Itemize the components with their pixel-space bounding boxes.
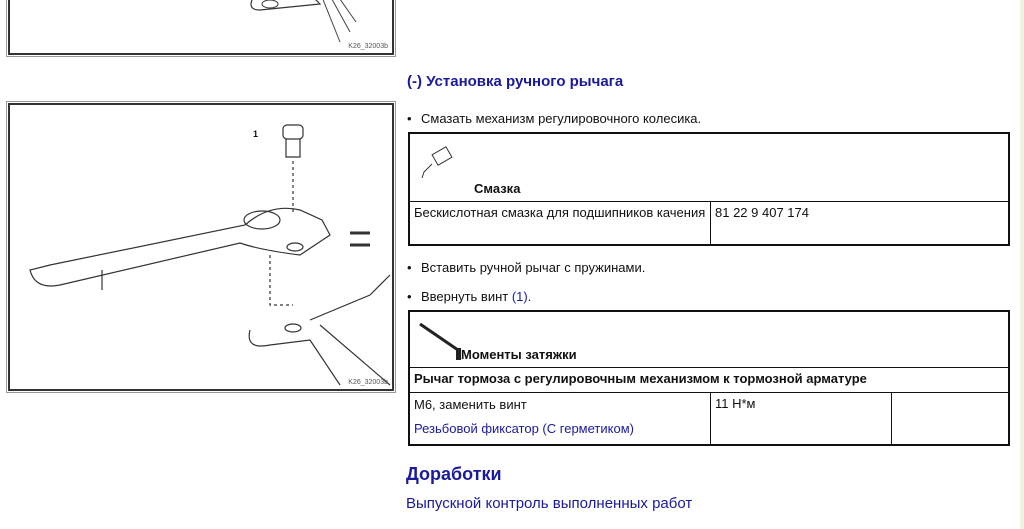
callout-link[interactable]: (1) (511, 289, 528, 304)
torque-wrench-icon (419, 322, 461, 360)
lever-drawing (250, 0, 357, 43)
lubricant-part-number: 81 22 9 407 174 (710, 200, 1010, 246)
step-screw: • Ввернуть винт (1). (407, 289, 531, 304)
callout-number: 1 (253, 129, 259, 139)
torque-extra (891, 391, 1010, 445)
step-suffix: . (527, 289, 532, 304)
lubricant-name: Бескислотная смазка для подшипников каче… (408, 200, 711, 246)
torque-table-title: Моменты затяжки (461, 347, 577, 362)
torque-table: Моменты затяжки Рычаг тормоза с регулиро… (408, 310, 1010, 446)
figure-lever-install: 1 K26_32003b (6, 101, 396, 393)
step-text: Ввернуть винт (421, 289, 512, 304)
figure-label: K26_32003b (348, 379, 388, 386)
bullet-icon: • (407, 111, 412, 126)
bullet-icon: • (407, 289, 412, 304)
thread-locker-link[interactable]: Резьбовой фиксатор (С герметиком) (414, 420, 634, 436)
lubricant-table-title: Смазка (474, 181, 521, 196)
grease-gun-icon (421, 146, 453, 179)
lever-install-drawing (29, 124, 391, 386)
figure-top: K26_32003b (6, 0, 396, 57)
bullet-icon: • (407, 260, 412, 275)
lubricant-table: Смазка Бескислотная смазка для подшипник… (408, 132, 1010, 246)
followup-title: Доработки (406, 464, 502, 484)
step-insert-lever: • Вставить ручной рычаг с пружинами. (407, 260, 645, 275)
torque-table-subtitle: Рычаг тормоза с регулировочным механизмо… (408, 366, 1010, 393)
step-text: Вставить ручной рычаг с пружинами. (421, 260, 646, 275)
step-lubricate: • Смазать механизм регулировочного колеси… (407, 111, 701, 126)
step-text: Смазать механизм регулировочного колесик… (421, 111, 702, 126)
window-edge (1020, 0, 1024, 529)
torque-item: M6, заменить винт (414, 396, 527, 412)
final-inspection-link[interactable]: Выпускной контроль выполненных работ (406, 495, 693, 512)
section-title: (-) Установка ручного рычага (407, 73, 624, 90)
torque-value: 11 Н*м (710, 391, 892, 445)
figure-label: K26_32003b (348, 43, 388, 50)
